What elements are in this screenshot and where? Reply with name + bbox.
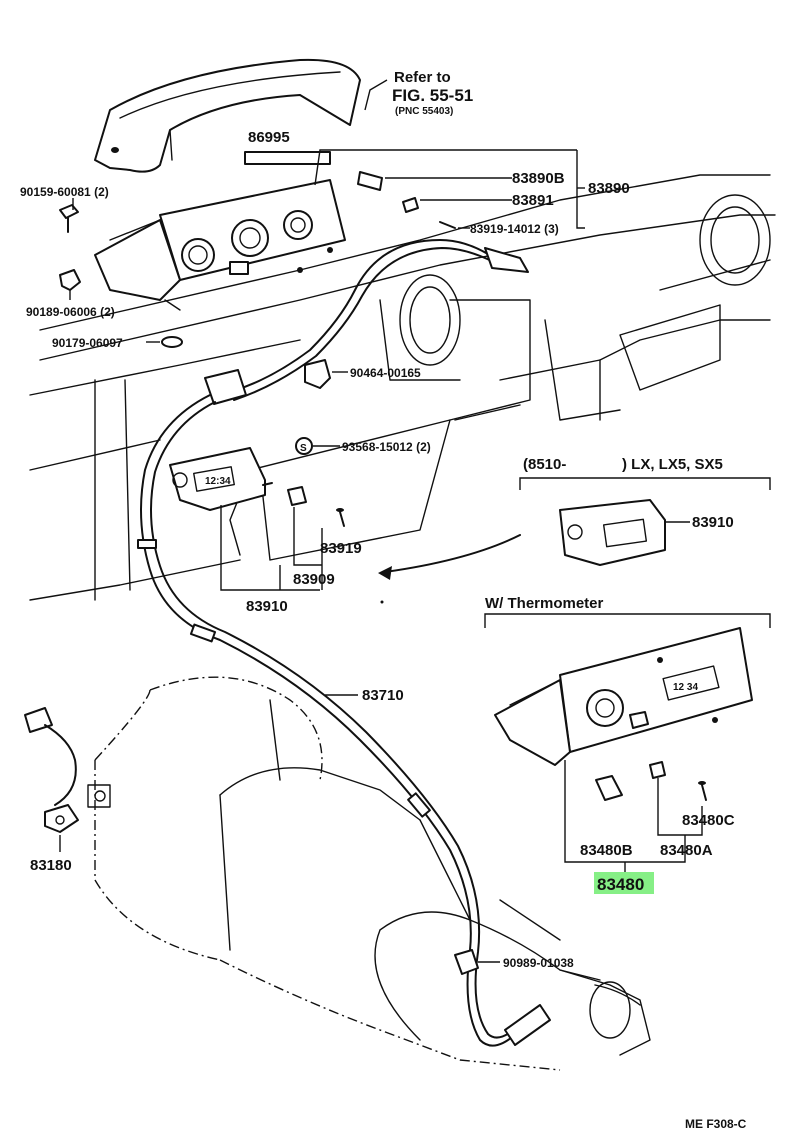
screw-93568-icon [295, 437, 313, 455]
hardware-90179 [161, 336, 183, 348]
clamp-90989 [454, 949, 479, 975]
label-83891: 83891 [512, 192, 554, 209]
speed-sensor-83180 [24, 707, 79, 833]
label-90464: 90464-00165 [350, 366, 421, 380]
refer-line3: (PNC 55403) [395, 106, 453, 117]
speedometer-cable [137, 239, 551, 1047]
label-83910-alt: 83910 [692, 514, 734, 531]
socket-83480a [649, 761, 666, 779]
bulb-83480b [595, 775, 623, 801]
label-83710: 83710 [362, 687, 404, 704]
label-90989: 90989-01038 [503, 956, 574, 970]
dashboard-outline [29, 174, 776, 601]
clamp-90464 [304, 359, 331, 389]
label-83909: 83909 [293, 571, 335, 588]
meter-hood [94, 58, 361, 173]
clock-83910-main: 12:34 [169, 447, 273, 511]
highlight-83480 [594, 872, 654, 894]
refer-line2: FIG. 55-51 [392, 86, 473, 105]
label-83890: 83890 [588, 180, 630, 197]
svg-text:S: S [300, 443, 307, 454]
label-83480b: 83480B [580, 842, 633, 859]
transmission-outline [87, 676, 651, 1071]
label-83890b: 83890B [512, 170, 565, 187]
label-83919-14012: 83919-14012 (3) [470, 222, 559, 236]
hardware-90159 [59, 204, 79, 233]
variant-suffix: ) LX, LX5, SX5 [622, 456, 723, 473]
variant-prefix: (8510- [523, 456, 566, 473]
variant-box: (8510- ) LX, LX5, SX5 [519, 456, 771, 566]
combination-meter-top [94, 179, 346, 311]
hardware-90189 [59, 269, 81, 291]
svg-text:12 34: 12 34 [673, 682, 698, 693]
screw-83919-top [439, 221, 456, 229]
thermometer-box: W/ Thermometer 12 34 [484, 595, 771, 875]
bulb-socket-83909 [287, 486, 307, 506]
label-83480c: 83480C [682, 812, 735, 829]
svg-text:12:34: 12:34 [205, 476, 231, 487]
leader-lines [59, 79, 585, 963]
bulb-83891 [402, 197, 419, 213]
label-83480a: 83480A [660, 842, 713, 859]
screw-83919 [339, 511, 345, 527]
label-83910-main: 83910 [246, 598, 288, 615]
label-83180: 83180 [30, 857, 72, 874]
footer-code: ME F308-C [685, 1117, 747, 1131]
label-86995: 86995 [248, 129, 290, 146]
label-90179: 90179-06097 [52, 336, 123, 350]
meter-lens-86995 [244, 151, 331, 165]
label-90189: 90189-06006 (2) [26, 305, 115, 319]
screw-83480c [701, 784, 707, 801]
label-93568: 93568-15012 (2) [342, 440, 431, 454]
label-83919: 83919 [320, 540, 362, 557]
label-90159: 90159-60081 (2) [20, 185, 109, 199]
thermo-title: W/ Thermometer [485, 595, 604, 612]
bulb-83890b [357, 171, 383, 191]
label-83480: 83480 [597, 875, 644, 894]
refer-line1: Refer to [394, 69, 451, 86]
